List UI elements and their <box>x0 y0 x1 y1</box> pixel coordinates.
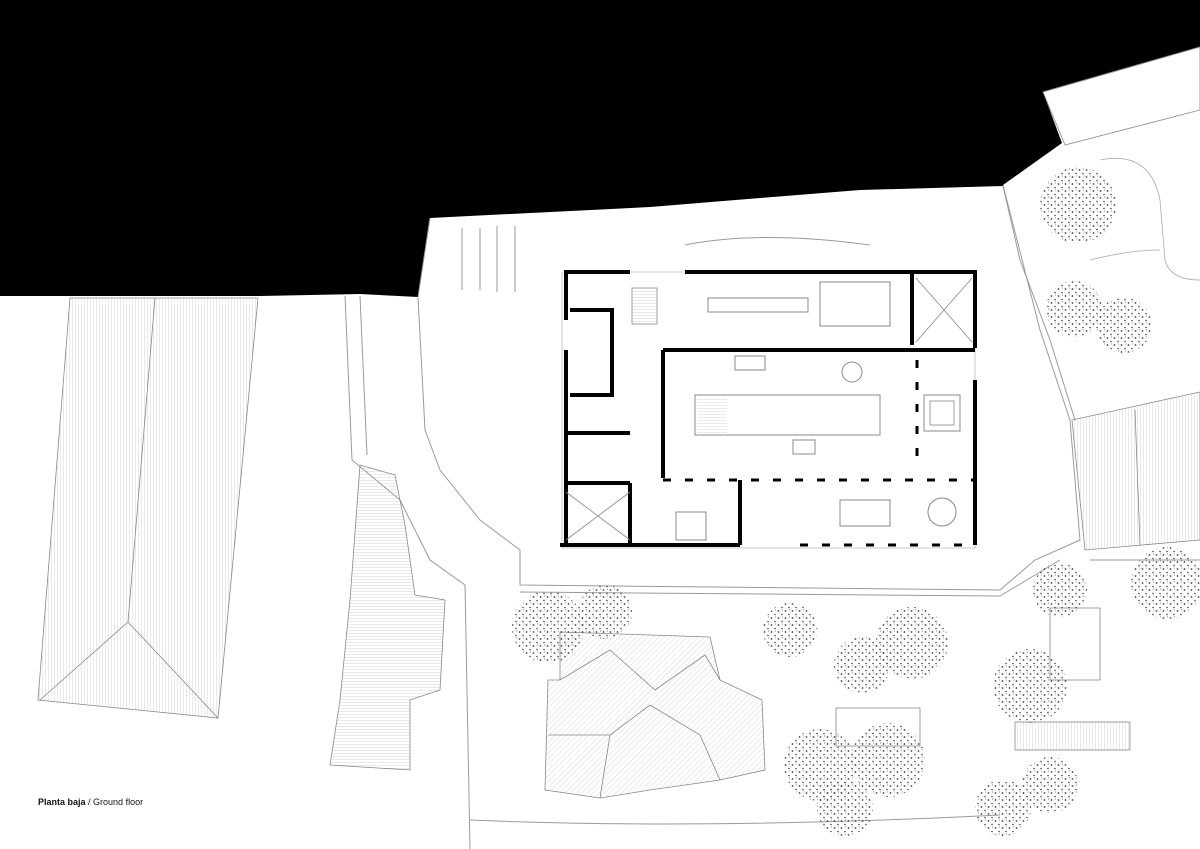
caption-title-es: Planta baja <box>38 797 86 807</box>
plan-caption: Planta baja / Ground floor <box>38 797 143 807</box>
caption-separator: / <box>85 797 94 807</box>
main-house-plan <box>560 270 977 549</box>
bottom-house <box>544 631 766 799</box>
middle-left-building <box>329 464 446 771</box>
trees <box>512 167 1200 836</box>
left-long-building <box>37 297 259 719</box>
right-buildings <box>835 46 1200 751</box>
caption-title-en: Ground floor <box>93 797 144 807</box>
dark-context-mass <box>0 0 1200 297</box>
